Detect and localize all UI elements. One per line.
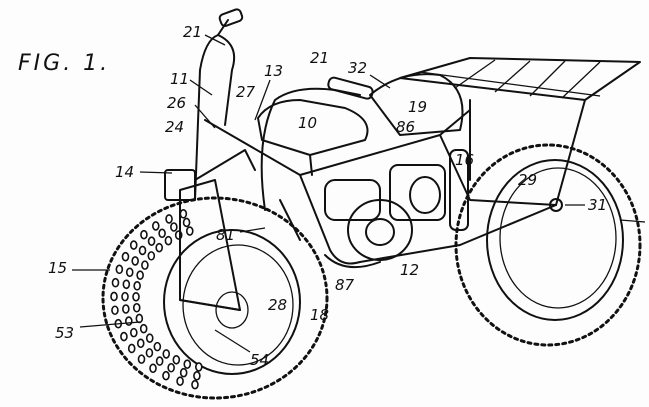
tire-knob: [179, 367, 188, 378]
tire-knob: [139, 323, 148, 334]
tire-knob: [167, 362, 175, 373]
tire-knob: [170, 222, 178, 232]
tire-knob: [176, 376, 184, 387]
tire-knob: [122, 304, 130, 314]
tire-knob: [129, 240, 138, 250]
tire-knob: [121, 291, 129, 302]
tire-knob: [115, 264, 124, 275]
tire-knob: [185, 226, 194, 236]
ref-label: 87: [335, 276, 355, 294]
ref-label: 15: [48, 259, 67, 277]
tire-knob: [132, 291, 140, 302]
tire-knob: [193, 370, 201, 381]
tire-knob: [155, 356, 164, 366]
tire-knob: [183, 359, 192, 369]
tire-knob: [136, 270, 144, 281]
tire-knob: [135, 313, 144, 324]
tire-knob: [110, 291, 118, 302]
tire-knob: [153, 341, 162, 352]
engine: [324, 149, 469, 261]
ref-label: 14: [115, 163, 134, 181]
tire-knob: [162, 349, 171, 359]
tire-knob: [130, 327, 138, 338]
tire-knob: [140, 229, 148, 240]
tire-knob: [182, 217, 191, 228]
frame: [204, 109, 557, 269]
ref-label: 53: [55, 324, 74, 342]
ref-label: 10: [298, 114, 317, 132]
ref-label: 12: [400, 261, 419, 279]
luggage-rack: [399, 57, 641, 206]
tire-knob: [136, 338, 145, 349]
ref-label: 24: [165, 118, 184, 136]
figure-title: FIG. 1.: [18, 51, 110, 76]
tire-knob: [125, 316, 133, 326]
ref-label: 13: [264, 62, 283, 80]
tire-knob: [125, 267, 134, 278]
tire-knob: [162, 370, 170, 381]
tire-knob: [147, 236, 156, 246]
seat: [369, 73, 464, 136]
tire-knob: [137, 354, 146, 364]
tire-knob: [122, 279, 131, 290]
tire-knob: [179, 209, 188, 219]
tire-knob: [149, 363, 157, 374]
ref-label: 16: [455, 151, 474, 169]
tire-knob: [121, 251, 130, 262]
ref-label: 21: [310, 49, 329, 67]
tire-knob: [155, 242, 164, 253]
tire-knob: [141, 260, 149, 270]
tire-knob: [151, 221, 160, 231]
tire-knob: [145, 333, 154, 343]
fuel-tank: [257, 99, 369, 176]
ref-label: 29: [518, 171, 537, 189]
ref-label: 21: [183, 23, 202, 41]
tire-knob: [191, 379, 199, 390]
handlebars-and-fork: [164, 8, 374, 311]
tire-knob: [147, 251, 156, 261]
tire-knob: [158, 228, 166, 239]
ref-label: 32: [348, 59, 367, 77]
ref-label: 11: [170, 70, 189, 88]
tire-knob: [132, 302, 141, 313]
ref-label: 19: [408, 98, 427, 116]
tire-knob: [131, 256, 139, 266]
tire-knob: [145, 348, 154, 358]
tire-knob: [165, 214, 173, 224]
ref-label: 54: [250, 351, 269, 369]
tire-knob: [195, 362, 203, 372]
leader-lines: [72, 34, 646, 353]
ref-label: 31: [588, 196, 607, 214]
ref-label: 18: [310, 306, 329, 324]
front-wheel: [101, 196, 329, 400]
ref-label: 86: [396, 118, 415, 136]
tire-knob: [172, 355, 181, 365]
ref-label: 28: [268, 296, 287, 314]
tire-knob: [133, 281, 141, 291]
tire-knob: [111, 305, 119, 316]
tire-knob: [127, 343, 136, 354]
ref-label: 27: [236, 83, 256, 101]
tire-knob: [111, 277, 120, 288]
ref-label: 81: [216, 226, 235, 244]
reference-numerals: 21 11 13 27 21 32 26 24 10 19 86 16 14 2…: [48, 23, 607, 369]
tire-knob: [164, 235, 173, 246]
tire-knob: [138, 245, 147, 256]
tire-knob: [120, 331, 128, 342]
rear-wheel: [454, 143, 642, 347]
ref-label: 26: [167, 94, 186, 112]
